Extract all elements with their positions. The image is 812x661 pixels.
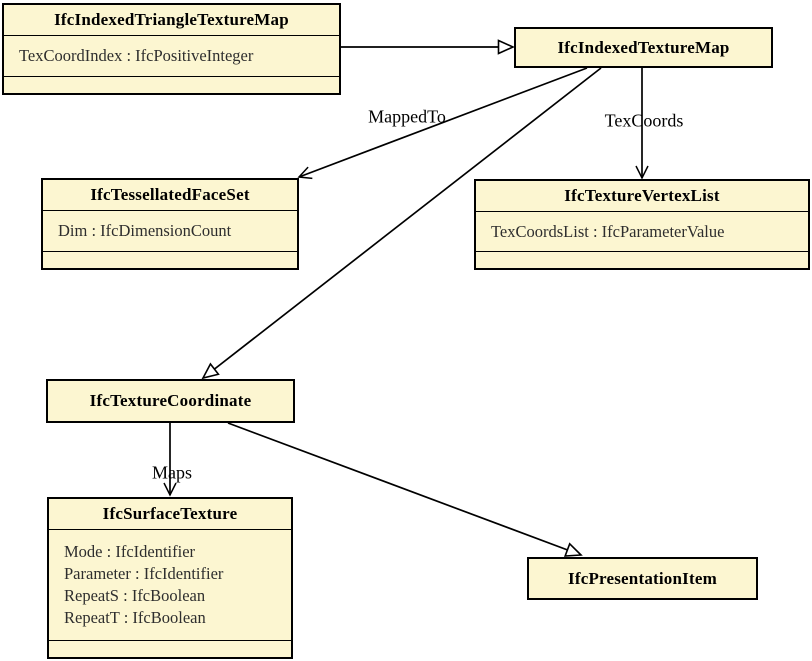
class-attribute: RepeatS : IfcBoolean — [64, 586, 206, 605]
class-attribute: TexCoordsList : IfcParameterValue — [491, 221, 725, 241]
class-attributes-compartment: TexCoordIndex : IfcPositiveInteger — [4, 36, 339, 77]
class-title: IfcTextureVertexList — [476, 181, 808, 212]
edge-label-mappedto: MappedTo — [368, 106, 446, 127]
class-attributes-compartment: TexCoordsList : IfcParameterValue — [476, 212, 808, 252]
class-title: IfcSurfaceTexture — [49, 499, 291, 530]
class-node-ifc-indexed-texture-map: IfcIndexedTextureMap — [514, 27, 773, 68]
class-title: IfcPresentationItem — [568, 568, 717, 588]
empty-compartment — [49, 641, 291, 657]
class-attribute: Parameter : IfcIdentifier — [64, 564, 224, 583]
class-title: IfcTessellatedFaceSet — [43, 180, 297, 211]
empty-compartment — [476, 252, 808, 268]
edge-label-texcoords: TexCoords — [604, 110, 684, 131]
edge-association-ifc-indexed-texture-map-to-ifc-tessellated-face-set — [297, 67, 588, 180]
class-attribute: Dim : IfcDimensionCount — [58, 221, 232, 240]
empty-compartment — [4, 77, 339, 93]
class-attribute: Mode : IfcIdentifier — [64, 542, 196, 561]
class-attribute: TexCoordIndex : IfcPositiveInteger — [19, 46, 254, 65]
class-attribute: RepeatT : IfcBoolean — [64, 608, 206, 627]
edge-inheritance-ifc-indexed-texture-map-to-ifc-texture-coordinate — [201, 67, 602, 380]
class-attributes-compartment: Dim : IfcDimensionCount — [43, 211, 297, 252]
edge-inheritance-ifc-texture-coordinate-to-ifc-presentation-item — [227, 422, 583, 557]
class-title: IfcIndexedTextureMap — [557, 37, 730, 57]
class-node-ifc-presentation-item: IfcPresentationItem — [527, 557, 758, 600]
class-node-ifc-texture-coordinate: IfcTextureCoordinate — [46, 379, 295, 423]
empty-compartment — [43, 252, 297, 268]
class-title: IfcIndexedTriangleTextureMap — [4, 5, 339, 36]
class-title: IfcTextureCoordinate — [89, 391, 252, 410]
edge-label-maps: Maps — [152, 462, 192, 483]
